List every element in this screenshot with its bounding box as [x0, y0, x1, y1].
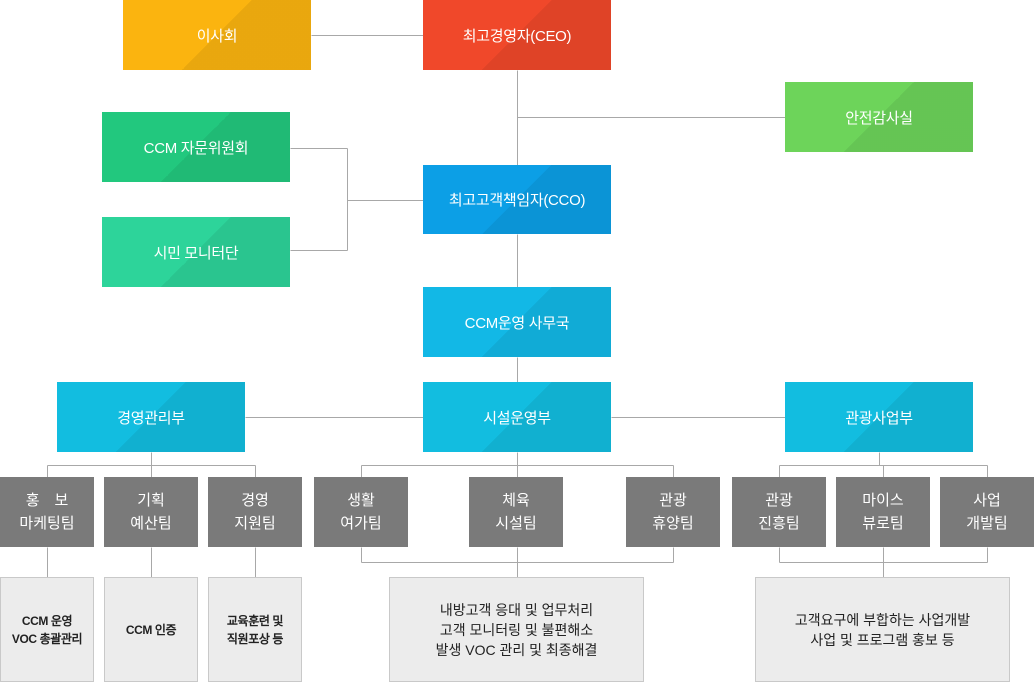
team-sports-facility: 체육 시설팀 — [469, 477, 563, 547]
node-citizen-monitor: 시민 모니터단 — [102, 217, 290, 287]
team-tourism-resort: 관광 휴양팀 — [626, 477, 720, 547]
team-business-development: 사업 개발팀 — [940, 477, 1034, 547]
team-planning-budget: 기획 예산팀 — [104, 477, 198, 547]
node-dept-management: 경영관리부 — [57, 382, 245, 452]
node-dept-facility: 시설운영부 — [423, 382, 611, 452]
team-management-support: 경영 지원팀 — [208, 477, 302, 547]
note-training-rewards: 교육훈련 및 직원포상 등 — [208, 577, 302, 682]
node-safety-audit: 안전감사실 — [785, 82, 973, 152]
team-pr-marketing: 홍 보 마케팅팀 — [0, 477, 94, 547]
node-ccm-office: CCM운영 사무국 — [423, 287, 611, 357]
node-dept-tourism: 관광사업부 — [785, 382, 973, 452]
team-mice-bureau: 마이스 뷰로팀 — [836, 477, 930, 547]
note-ccm-certification: CCM 인증 — [104, 577, 198, 682]
node-board: 이사회 — [123, 0, 311, 70]
node-ccm-advisory: CCM 자문위원회 — [102, 112, 290, 182]
note-tourism-duties: 고객요구에 부합하는 사업개발 사업 및 프로그램 홍보 등 — [755, 577, 1010, 682]
note-ccm-voc: CCM 운영 VOC 총괄관리 — [0, 577, 94, 682]
node-ceo: 최고경영자(CEO) — [423, 0, 611, 70]
team-tourism-promotion: 관광 진흥팀 — [732, 477, 826, 547]
note-facility-duties: 내방고객 응대 및 업무처리 고객 모니터링 및 불편해소 발생 VOC 관리 … — [389, 577, 644, 682]
node-cco: 최고고객책임자(CCO) — [423, 165, 611, 234]
team-leisure: 생활 여가팀 — [314, 477, 408, 547]
